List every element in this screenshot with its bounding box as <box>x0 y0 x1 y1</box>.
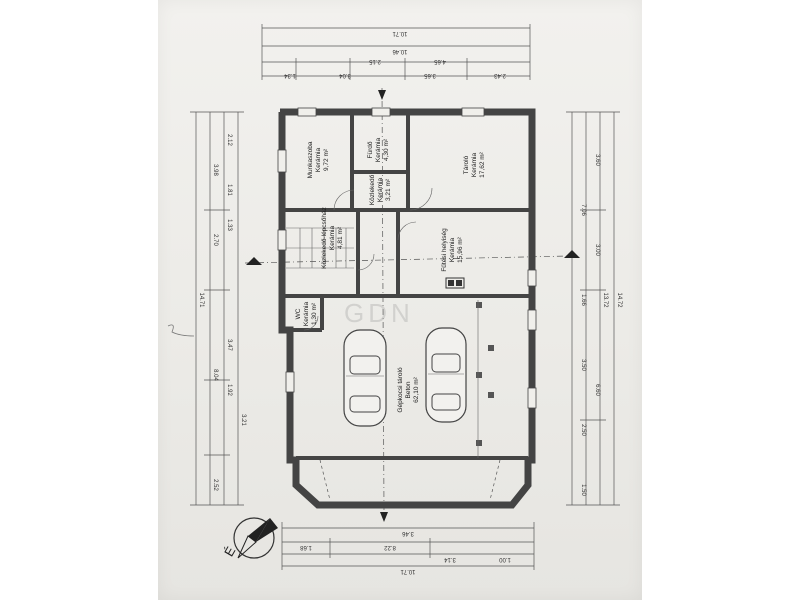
section-marker-left <box>246 257 262 265</box>
svg-text:Gépkocsi tároló: Gépkocsi tároló <box>397 367 404 413</box>
dim-left-10: 1.92 <box>226 384 232 396</box>
paper-sheet <box>158 0 642 600</box>
section-marker-top <box>378 90 386 100</box>
dim-bottom-total: 10.71 <box>400 568 416 574</box>
dim-bottom-5: 1.00 <box>499 556 511 562</box>
dim-top-6: 4.65 <box>434 58 446 64</box>
svg-text:Kerámia: Kerámia <box>303 302 310 327</box>
svg-text:Közlekedő: Közlekedő <box>369 174 376 205</box>
car-left <box>343 329 387 427</box>
room-label-lepcsohaz: Közlekedő-lépcsőház Kerámia 4,81 m² <box>321 207 344 269</box>
dim-bottom-2: 1.68 <box>300 544 312 550</box>
dim-left-2: 3.98 <box>212 164 218 176</box>
svg-text:Kerámia: Kerámia <box>315 148 322 173</box>
dim-top-3: 1.34 <box>284 72 296 78</box>
dim-bottom-1: 3.46 <box>402 530 414 536</box>
svg-text:Kerámia: Kerámia <box>449 238 456 263</box>
watermark: GDN <box>344 298 414 328</box>
windows <box>277 107 537 409</box>
room-label-kozlekedo: Közlekedő Kerámia 3,21 m² <box>369 174 392 205</box>
boiler-unit <box>445 277 465 289</box>
room-label-wc: WC Kerámia 1,30 m² <box>295 302 318 327</box>
svg-text:15,96 m²: 15,96 m² <box>457 236 464 262</box>
car-right <box>425 327 467 423</box>
dim-right-8: 6.60 <box>594 384 600 396</box>
dim-top-5: 2.15 <box>369 58 381 64</box>
dim-right-2: 7.06 <box>580 204 586 216</box>
dim-right-1: 3.60 <box>594 154 600 166</box>
svg-text:WC: WC <box>295 308 302 319</box>
dim-right-4: 1.66 <box>580 294 586 306</box>
dim-top-7: 3.65 <box>424 72 436 78</box>
dim-right-9: 2.50 <box>580 424 586 436</box>
section-line-horizontal <box>244 255 571 264</box>
dim-top-2: 10.46 <box>392 48 408 54</box>
dim-bottom-3: 8.22 <box>384 544 396 550</box>
dim-left-5: 3.47 <box>226 339 232 351</box>
svg-text:Beton: Beton <box>405 381 412 398</box>
building-walls <box>278 108 536 509</box>
dim-left-6: 3.21 <box>240 414 246 426</box>
svg-text:Tároló: Tároló <box>463 155 470 174</box>
room-label-furdo: Fürdő Kerámia 4,30 m² <box>367 138 390 163</box>
dim-right-6: 14.72 <box>616 292 622 308</box>
bottom-dimension-chains: 3.46 1.68 8.22 3.14 1.00 10.71 <box>281 522 535 574</box>
dim-left-4: 8.04 <box>212 369 218 381</box>
svg-text:17,62 m²: 17,62 m² <box>479 151 486 177</box>
section-line-vertical <box>381 87 385 513</box>
staircase <box>286 227 354 269</box>
svg-text:1,30 m²: 1,30 m² <box>311 302 318 325</box>
dim-left-total: 14.71 <box>198 292 204 308</box>
dim-right-7: 3.50 <box>580 359 586 371</box>
dim-left-9: 1.33 <box>226 219 232 231</box>
dim-bottom-4: 3.14 <box>444 556 456 562</box>
room-label-tarolo: Tároló Kerámia 17,62 m² <box>463 151 486 177</box>
svg-text:4,30 m²: 4,30 m² <box>383 138 390 161</box>
dim-left-3: 2.70 <box>212 234 218 246</box>
right-dimension-chains: 3.60 7.06 3.00 1.66 13.72 14.72 3.50 6.6… <box>566 111 622 506</box>
dim-left-7: 2.12 <box>226 134 232 146</box>
garage-columns <box>476 300 494 458</box>
pencil-mark <box>167 324 195 337</box>
room-label-gepkocsi-tarolo: Gépkocsi tároló Beton 62,10 m² <box>397 367 420 413</box>
dim-top-total: 10.71 <box>392 30 408 36</box>
dim-right-10: 1.50 <box>580 484 586 496</box>
section-marker-right <box>564 250 580 258</box>
svg-text:Kerámia: Kerámia <box>375 138 382 163</box>
dim-top-8: 2.43 <box>494 72 506 78</box>
top-dimension-chains: 10.71 10.46 1.34 3.04 2.15 4.65 3.65 2.4… <box>261 24 531 80</box>
svg-text:Kerámia: Kerámia <box>329 226 336 251</box>
svg-text:Közlekedő-lépcsőház: Közlekedő-lépcsőház <box>321 207 328 269</box>
svg-text:9,72 m²: 9,72 m² <box>323 148 330 171</box>
dim-left-8: 1.81 <box>226 184 232 196</box>
svg-text:3,21 m²: 3,21 m² <box>385 178 392 201</box>
room-label-munkaszoba: Munkaszoba Kerámia 9,72 m² <box>307 141 330 178</box>
svg-text:Kerámia: Kerámia <box>471 153 478 178</box>
svg-text:62,10 m²: 62,10 m² <box>413 376 420 402</box>
svg-text:Fürdő: Fürdő <box>367 141 374 158</box>
svg-text:Fűtési helyiség: Fűtési helyiség <box>441 228 448 272</box>
dim-right-5: 13.72 <box>602 292 608 308</box>
svg-text:Munkaszoba: Munkaszoba <box>307 141 314 178</box>
svg-text:4,81 m²: 4,81 m² <box>337 226 344 249</box>
dim-left-11: 2.52 <box>212 479 218 491</box>
section-marker-bottom <box>380 512 388 522</box>
svg-text:Kerámia: Kerámia <box>377 178 384 203</box>
door-swings <box>303 187 433 331</box>
dim-right-3: 3.00 <box>594 244 600 256</box>
north-arrow-icon: É <box>221 517 278 559</box>
room-label-futesi-helyiseg: Fűtési helyiség Kerámia 15,96 m² <box>441 228 464 272</box>
left-dimension-chains: 14.71 3.98 2.70 8.04 3.47 3.21 2.12 1.81… <box>190 111 246 506</box>
dim-top-4: 3.04 <box>339 72 351 78</box>
